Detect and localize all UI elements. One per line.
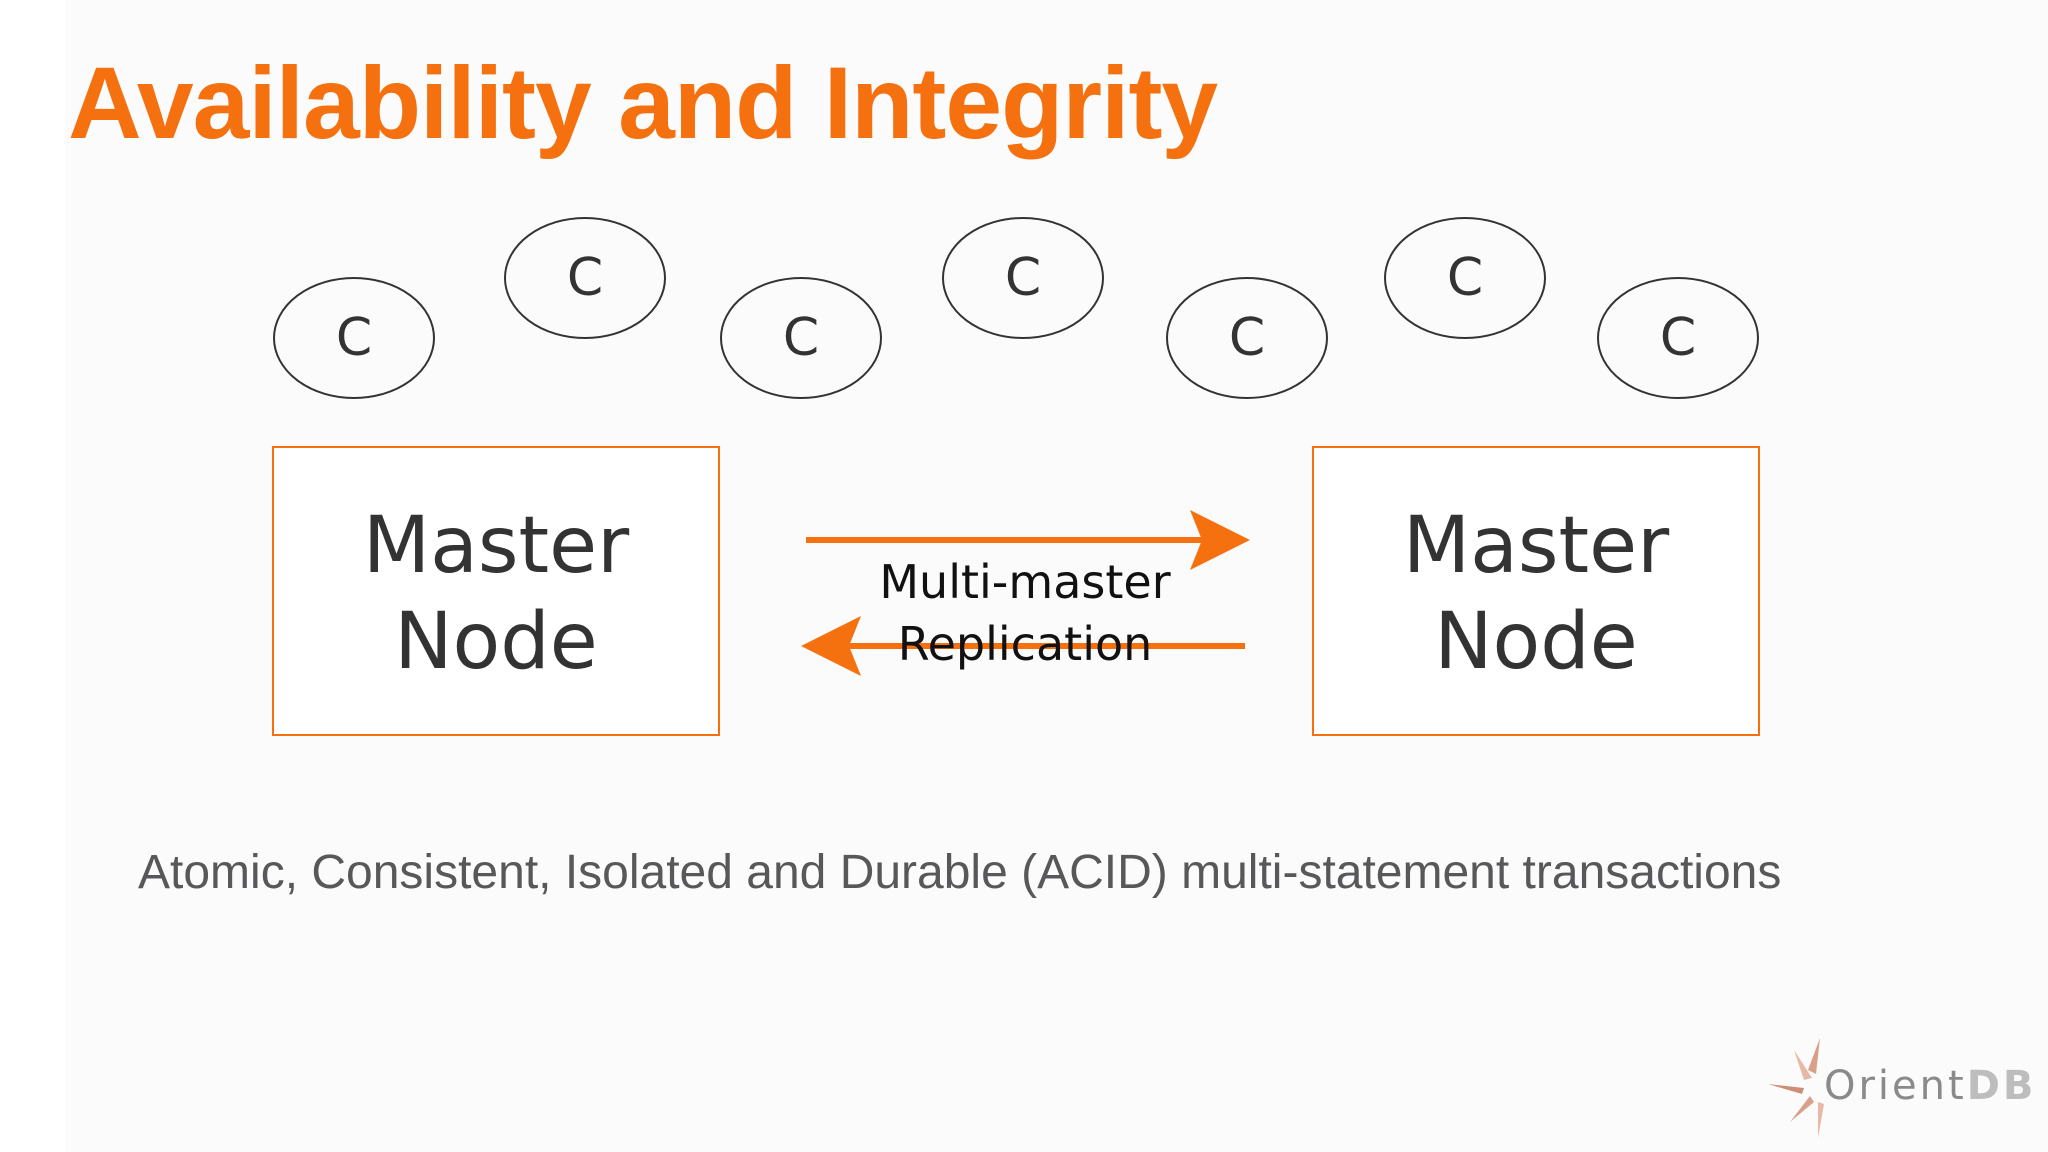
client-3-label: C xyxy=(1005,248,1041,308)
replication-label-line1: Multi-master xyxy=(879,555,1170,609)
logo-suffix: DB xyxy=(1966,1063,2037,1109)
client-1: C xyxy=(504,217,666,339)
client-1-label: C xyxy=(567,248,603,308)
client-5-label: C xyxy=(1447,248,1483,308)
master-node-left-line2: Node xyxy=(394,597,598,687)
orientdb-star-icon xyxy=(1768,1038,1824,1138)
client-3: C xyxy=(942,217,1104,339)
master-node-right-line1: Master xyxy=(1403,501,1670,591)
master-node-right-line2: Node xyxy=(1434,597,1638,687)
slide-title: Availability and Integrity xyxy=(68,46,1218,160)
master-node-left-line1: Master xyxy=(363,501,630,591)
client-6-label: C xyxy=(1660,308,1696,368)
master-node-right: Master Node xyxy=(1312,446,1760,736)
client-5: C xyxy=(1384,217,1546,339)
client-4: C xyxy=(1166,277,1328,399)
slide-subtitle: Atomic, Consistent, Isolated and Durable… xyxy=(138,846,1782,899)
client-6: C xyxy=(1597,277,1759,399)
master-node-left: Master Node xyxy=(272,446,720,736)
client-4-label: C xyxy=(1229,308,1265,368)
client-0-label: C xyxy=(336,308,372,368)
client-2: C xyxy=(720,277,882,399)
client-2-label: C xyxy=(783,308,819,368)
logo-name: Orient xyxy=(1824,1063,1967,1109)
client-0: C xyxy=(273,277,435,399)
orientdb-logo: OrientDB xyxy=(1760,1030,2033,1140)
replication-label-line2: Replication xyxy=(898,617,1153,671)
